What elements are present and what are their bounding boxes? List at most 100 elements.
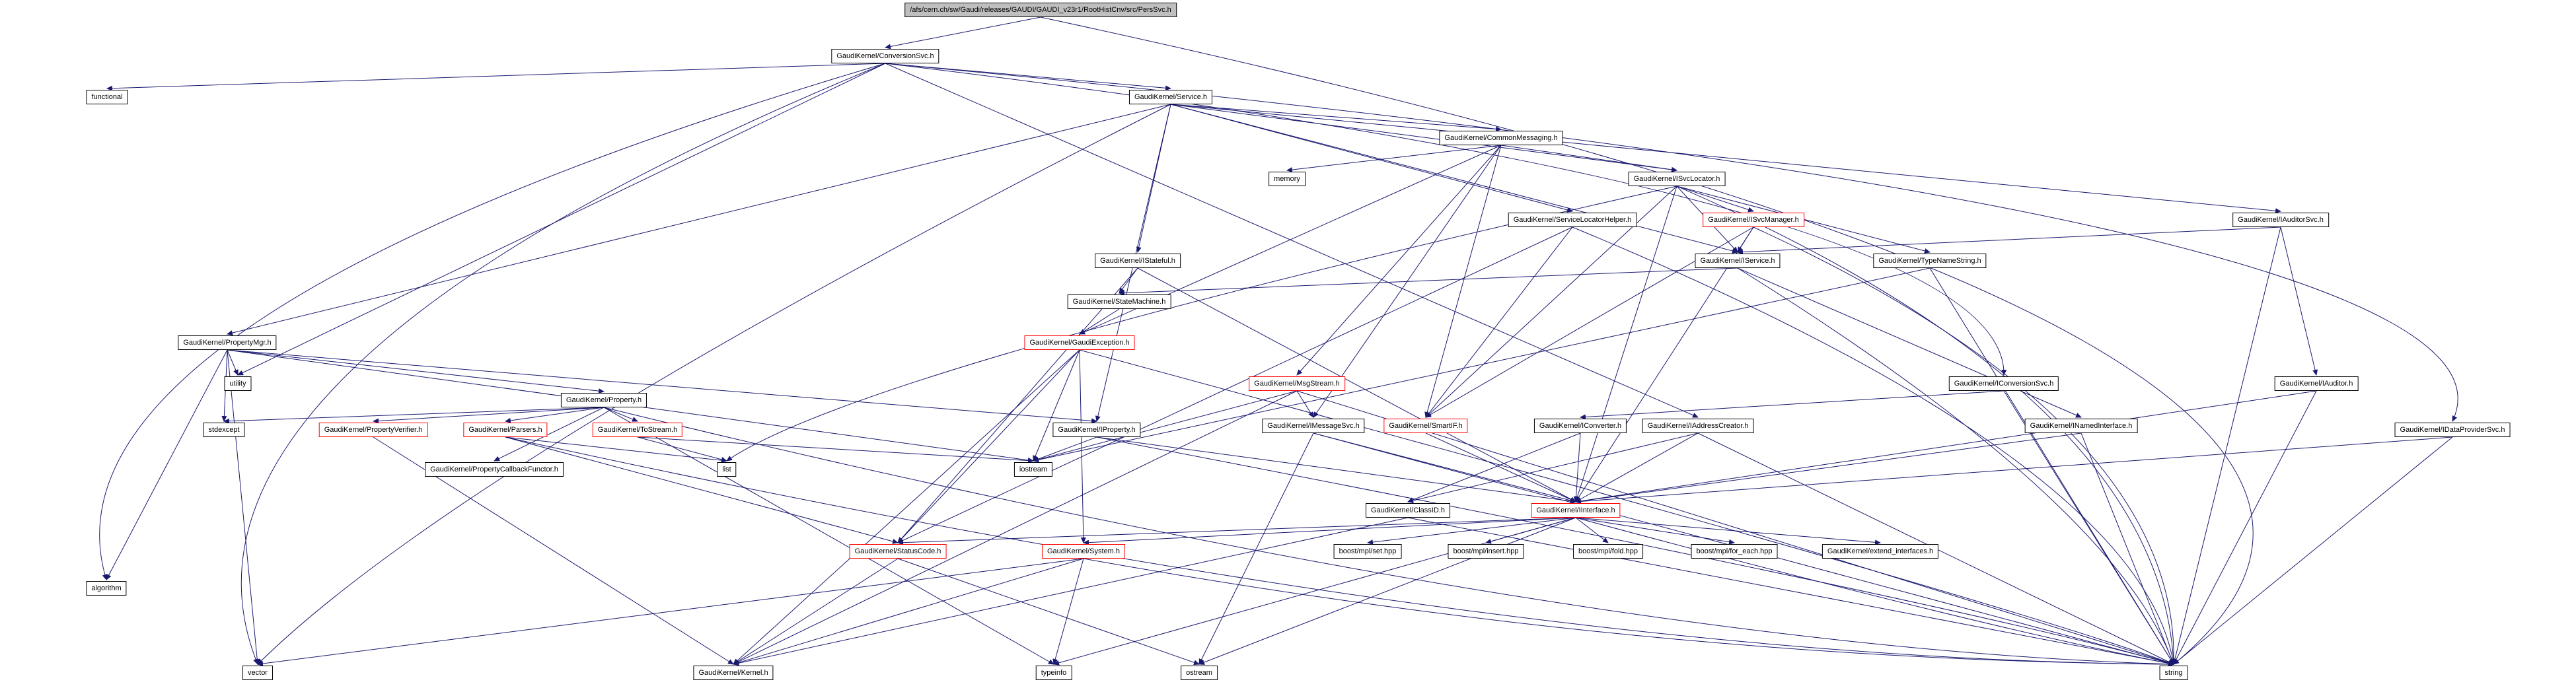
edge-conversionsvc-algorithm (99, 63, 886, 580)
node-iservice[interactable]: GaudiKernel/IService.h (1695, 254, 1781, 268)
edge-iconversionsvc-iconverter (1580, 390, 2005, 420)
node-servicelocatorhelper[interactable]: GaudiKernel/ServiceLocatorHelper.h (1508, 213, 1637, 227)
edge-idataprovidersvc-string (2173, 436, 2453, 665)
node-conversionsvc[interactable]: GaudiKernel/ConversionSvc.h (831, 49, 939, 63)
node-boost-set: boost/mpl/set.hpp (1333, 544, 1402, 559)
edge-iaddresscreator-classid (1407, 432, 1699, 504)
node-idataprovidersvc[interactable]: GaudiKernel/IDataProviderSvc.h (2394, 423, 2511, 437)
edge-iinterface-statuscode (897, 517, 1576, 545)
edge-iconversionsvc-string (2003, 390, 2174, 665)
edge-property-propertyverifier (373, 407, 605, 424)
edge-service-iauditorsvc (1170, 104, 2281, 214)
edge-iproperty-string (1096, 436, 2174, 666)
edge-conversionsvc-iconversionsvc (885, 63, 2007, 376)
edge-commonmessaging-msgstream (1296, 145, 1502, 376)
edge-iauditor-string (2173, 390, 2317, 665)
edge-iauditorsvc-iservice (1737, 226, 2281, 255)
edge-iaddresscreator-iinterface (1575, 432, 1699, 502)
edge-iinterface-boost-fold (1575, 517, 1609, 543)
node-statuscode[interactable]: GaudiKernel/StatusCode.h (849, 544, 947, 559)
edge-gaudiexception-kernel (733, 349, 1080, 665)
edge-property-string (603, 407, 2174, 667)
node-extend-interfaces[interactable]: GaudiKernel/extend_interfaces.h (1822, 544, 1939, 559)
node-tostream[interactable]: GaudiKernel/ToStream.h (592, 423, 683, 437)
node-kernel[interactable]: GaudiKernel/Kernel.h (693, 666, 774, 680)
edge-classid-kernel (733, 517, 1409, 666)
edge-msgstream-string (1296, 390, 2174, 666)
node-isvcmanager[interactable]: GaudiKernel/ISvcManager.h (1703, 213, 1804, 227)
node-service[interactable]: GaudiKernel/Service.h (1128, 90, 1213, 104)
edge-isvclocator-iinterface (1574, 186, 1677, 502)
node-propertycallbackfunctor[interactable]: GaudiKernel/PropertyCallbackFunctor.h (425, 462, 564, 477)
edge-property-parsers (505, 407, 605, 423)
edge-root-string (1040, 17, 2254, 665)
node-gaudiexception[interactable]: GaudiKernel/GaudiException.h (1024, 335, 1135, 350)
node-smartif[interactable]: GaudiKernel/SmartIF.h (1383, 419, 1468, 433)
edge-iservice-inamedinterface (1737, 267, 2082, 418)
edge-iinterface-boost-set (1367, 517, 1576, 545)
edge-istateful-iinterface (1137, 267, 1576, 502)
edge-conversionsvc-idataprovidersvc (885, 63, 2458, 422)
edge-system-kernel (733, 558, 1084, 666)
node-istateful[interactable]: GaudiKernel/IStateful.h (1095, 254, 1181, 268)
edge-commonmessaging-smartif (1424, 145, 1502, 418)
node-propertyverifier[interactable]: GaudiKernel/PropertyVerifier.h (318, 423, 428, 437)
edge-isvcmanager-iinterface (1575, 226, 1754, 502)
edge-propertymgr-utility (227, 349, 239, 376)
node-iconversionsvc[interactable]: GaudiKernel/IConversionSvc.h (1948, 376, 2059, 391)
node-ostream: ostream (1181, 666, 1218, 680)
edge-propertymgr-iproperty (227, 349, 1097, 424)
edge-iconverter-iinterface (1573, 432, 1581, 502)
node-iauditorsvc[interactable]: GaudiKernel/IAuditorSvc.h (2232, 213, 2329, 227)
edge-statuscode-kernel (733, 558, 899, 665)
edge-root-conversionsvc (885, 17, 1041, 50)
node-iconverter[interactable]: GaudiKernel/IConverter.h (1533, 419, 1627, 433)
edge-imessagesvc-ostream (1198, 432, 1314, 665)
node-string: string (2159, 666, 2188, 680)
node-iauditor[interactable]: GaudiKernel/IAuditor.h (2274, 376, 2359, 391)
node-propertymgr[interactable]: GaudiKernel/PropertyMgr.h (178, 335, 277, 350)
edge-istateful-statemachine (1119, 267, 1138, 294)
edge-msgstream-kernel (733, 390, 1298, 665)
node-functional: functional (86, 90, 128, 104)
edge-iservice-statemachine (1119, 267, 1738, 296)
edge-iauditor-iinterface (1575, 390, 2317, 504)
edge-inamedinterface-string (2080, 432, 2174, 665)
edge-system-typeinfo (1052, 558, 1084, 665)
edge-property-typeinfo (603, 407, 1054, 665)
edge-iinterface-ostream (1198, 517, 1576, 665)
node-typenamestring[interactable]: GaudiKernel/TypeNameString.h (1873, 254, 1987, 268)
edge-statuscode-ostream (897, 558, 1200, 666)
edge-statemachine-gaudiexception (1079, 308, 1120, 335)
edge-istateful-statuscode (897, 267, 1138, 543)
edge-tostream-iostream (637, 436, 1034, 464)
node-inamedinterface[interactable]: GaudiKernel/INamedInterface.h (2024, 419, 2138, 433)
edge-property-stdexcept (223, 407, 605, 424)
edge-gaudiexception-statuscode (897, 349, 1080, 543)
node-classid[interactable]: GaudiKernel/ClassID.h (1366, 503, 1450, 518)
node-msgstream[interactable]: GaudiKernel/MsgStream.h (1249, 376, 1345, 391)
node-boost-fold: boost/mpl/fold.hpp (1573, 544, 1643, 559)
node-parsers[interactable]: GaudiKernel/Parsers.h (463, 423, 548, 437)
edge-iauditorsvc-iauditor (2280, 226, 2318, 376)
node-iproperty[interactable]: GaudiKernel/IProperty.h (1052, 423, 1141, 437)
node-iinterface[interactable]: GaudiKernel/IInterface.h (1531, 503, 1621, 518)
node-root: /afs/cern.ch/sw/Gaudi/releases/GAUDI/GAU… (904, 3, 1177, 17)
node-isvclocator[interactable]: GaudiKernel/ISvcLocator.h (1628, 172, 1726, 186)
edge-servicelocatorhelper-string (1572, 226, 2176, 665)
node-imessagesvc[interactable]: GaudiKernel/IMessageSvc.h (1262, 419, 1365, 433)
node-typeinfo: typeinfo (1035, 666, 1072, 680)
edge-gaudiexception-iostream (1033, 349, 1080, 462)
node-commonmessaging[interactable]: GaudiKernel/CommonMessaging.h (1439, 131, 1563, 145)
node-system[interactable]: GaudiKernel/System.h (1041, 544, 1126, 559)
node-iaddresscreator[interactable]: GaudiKernel/IAddressCreator.h (1642, 419, 1754, 433)
node-statemachine[interactable]: GaudiKernel/StateMachine.h (1067, 294, 1171, 309)
node-stdexcept: stdexcept (203, 423, 245, 437)
edge-parsers-statuscode (505, 436, 899, 544)
edge-system-string (1083, 558, 2174, 667)
node-property[interactable]: GaudiKernel/Property.h (560, 393, 647, 407)
edge-propertymgr-property (227, 349, 605, 394)
edge-smartif-iinterface (1425, 432, 1576, 502)
edge-system-vector (257, 558, 1084, 666)
edge-conversionsvc-utility (237, 63, 886, 376)
